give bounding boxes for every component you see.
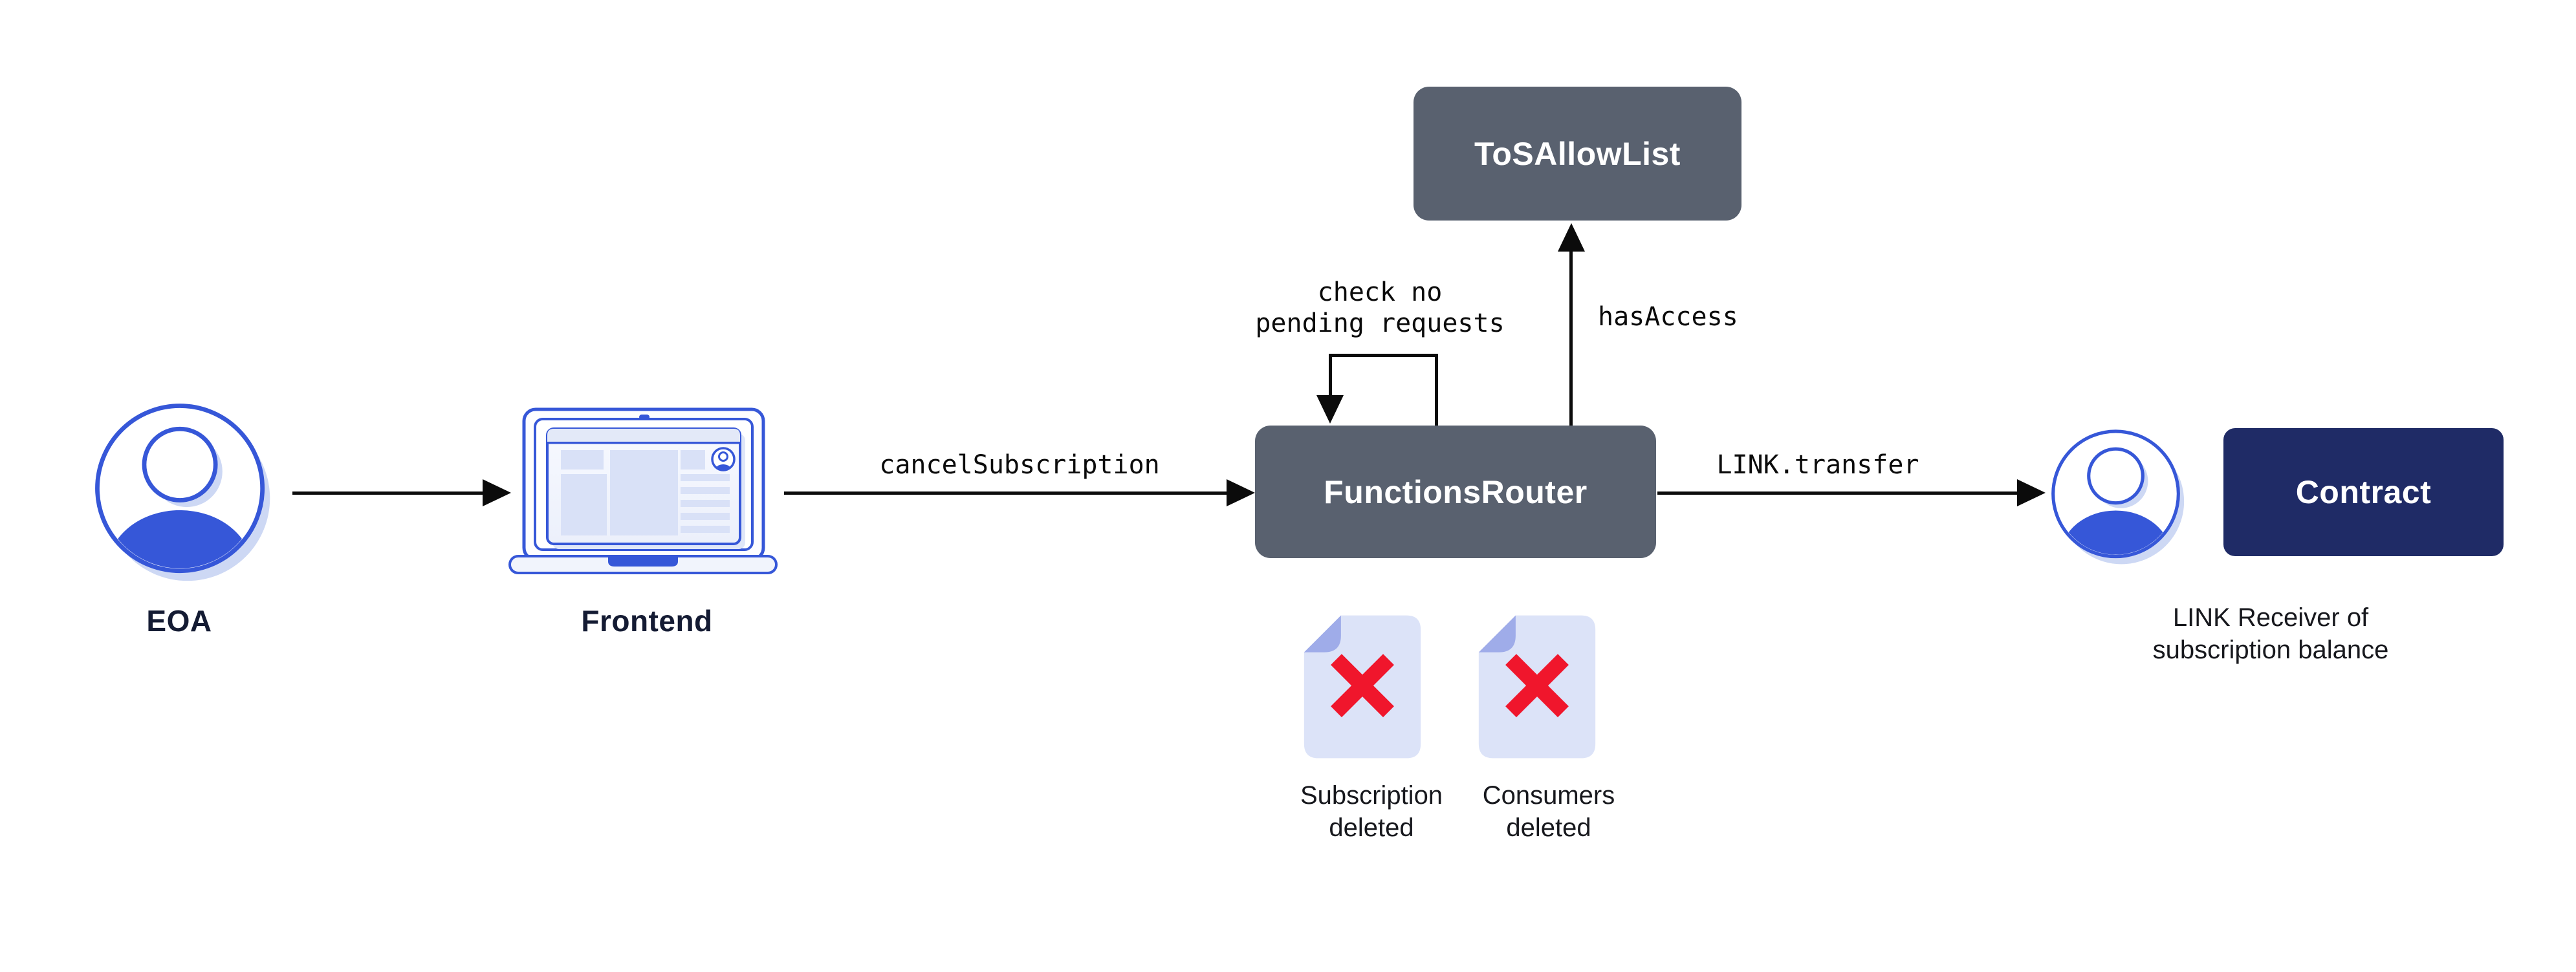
arrow-frontend-to-router-line [784, 491, 1229, 495]
consumers-deleted-caption: Consumers deleted [1482, 781, 1615, 842]
tos-allow-list-label: ToSAllowList [1474, 135, 1681, 172]
contract-box: Contract [2223, 428, 2504, 556]
functions-router-box: FunctionsRouter [1255, 426, 1656, 558]
subscription-deleted-document-icon [1304, 615, 1421, 759]
arrow-router-to-receiver-head [2017, 479, 2046, 506]
functions-router-label: FunctionsRouter [1324, 473, 1588, 510]
arrow-eoa-to-frontend-head [483, 479, 511, 506]
self-loop-left-segment [1329, 355, 1332, 398]
arrow-eoa-to-frontend-line [292, 491, 484, 495]
link-receiver-caption: LINK Receiver of subscription balance [2152, 603, 2389, 664]
has-access-edge-label: hasAccess [1598, 302, 1738, 332]
self-loop-right-segment [1435, 355, 1438, 426]
check-pending-edge-label: check no pending requests [1255, 277, 1505, 338]
contract-label: Contract [2295, 474, 2432, 510]
link-receiver-avatar-icon [2051, 429, 2185, 565]
arrow-router-to-tos-line [1569, 249, 1573, 426]
self-loop-top-segment [1329, 354, 1438, 357]
user-avatar-icon [95, 404, 270, 581]
arrow-router-to-tos-head [1558, 223, 1585, 252]
consumers-deleted-document-icon [1478, 615, 1596, 759]
laptop-icon [508, 407, 778, 574]
cancel-subscription-edge-label: cancelSubscription [879, 450, 1160, 480]
frontend-label: Frontend [581, 604, 713, 638]
link-transfer-edge-label: LINK.transfer [1716, 450, 1919, 480]
arrow-frontend-to-router-head [1227, 479, 1255, 506]
tos-allow-list-box: ToSAllowList [1414, 87, 1741, 221]
eoa-label: EOA [146, 604, 212, 638]
arrow-router-to-receiver-line [1657, 491, 2018, 495]
subscription-deleted-caption: Subscription deleted [1300, 781, 1443, 842]
self-loop-head [1316, 395, 1344, 424]
